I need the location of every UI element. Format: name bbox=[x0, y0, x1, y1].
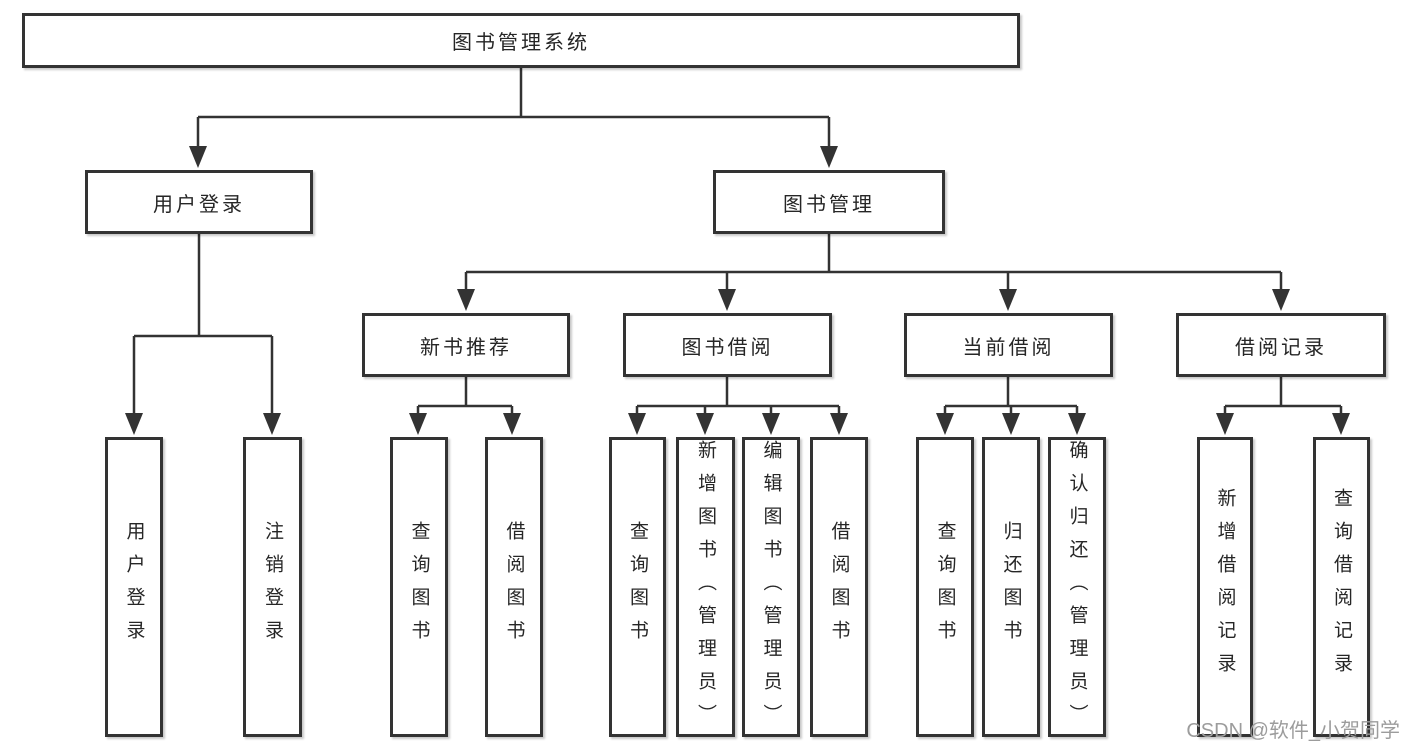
node-label: 新增图书（管理员） bbox=[695, 440, 716, 737]
arrowhead bbox=[409, 413, 427, 435]
node-label: 新增借阅记录 bbox=[1214, 488, 1236, 686]
node-label: 编辑图书（管理员） bbox=[760, 440, 782, 737]
node-label: 新书推荐 bbox=[420, 336, 512, 359]
node-book-borrowing: 图书借阅 bbox=[623, 313, 832, 377]
leaf-query-books-borrowing: 查询图书 bbox=[609, 437, 666, 737]
leaf-confirm-return-admin: 确认归还（管理员） bbox=[1048, 437, 1106, 737]
arrowhead bbox=[936, 413, 954, 435]
arrowhead bbox=[628, 413, 646, 435]
arrowhead bbox=[1068, 413, 1086, 435]
node-label: 借阅图书 bbox=[828, 521, 850, 653]
node-label: 图书管理 bbox=[783, 193, 875, 216]
arrowhead bbox=[1216, 413, 1234, 435]
arrowhead bbox=[457, 289, 475, 311]
arrowhead bbox=[125, 413, 143, 435]
arrowhead bbox=[718, 289, 736, 311]
node-label: 图书管理系统 bbox=[452, 32, 590, 54]
leaf-query-books-newbook: 查询图书 bbox=[390, 437, 448, 737]
node-label: 图书借阅 bbox=[681, 336, 774, 359]
node-label: 用户登录 bbox=[153, 193, 245, 216]
leaf-borrow-books-borrowing: 借阅图书 bbox=[810, 437, 868, 737]
node-label: 归还图书 bbox=[1000, 521, 1022, 653]
arrowhead bbox=[999, 289, 1017, 311]
node-current-borrowing: 当前借阅 bbox=[904, 313, 1113, 377]
node-borrowing-records: 借阅记录 bbox=[1176, 313, 1386, 377]
arrowhead bbox=[1332, 413, 1350, 435]
node-book-management: 图书管理 bbox=[713, 170, 945, 234]
arrowhead bbox=[503, 413, 521, 435]
leaf-add-borrow-record: 新增借阅记录 bbox=[1197, 437, 1253, 737]
arrowhead bbox=[263, 413, 281, 435]
node-label: 确认归还（管理员） bbox=[1066, 440, 1088, 737]
arrowhead bbox=[820, 146, 838, 168]
arrowhead bbox=[762, 413, 780, 435]
node-label: 查询借阅记录 bbox=[1331, 488, 1352, 686]
node-system-root: 图书管理系统 bbox=[22, 13, 1020, 68]
arrowhead bbox=[189, 146, 207, 168]
node-new-book-recommend: 新书推荐 bbox=[362, 313, 570, 377]
node-label: 注销登录 bbox=[262, 521, 283, 653]
arrowhead bbox=[1272, 289, 1290, 311]
arrowhead bbox=[1002, 413, 1020, 435]
leaf-user-login: 用户登录 bbox=[105, 437, 163, 737]
node-label: 借阅图书 bbox=[503, 521, 525, 653]
node-label: 借阅记录 bbox=[1235, 336, 1327, 359]
leaf-query-borrow-record: 查询借阅记录 bbox=[1313, 437, 1370, 737]
leaf-query-books-current: 查询图书 bbox=[916, 437, 974, 737]
leaf-borrow-books-newbook: 借阅图书 bbox=[485, 437, 543, 737]
node-label: 查询图书 bbox=[627, 521, 648, 653]
node-label: 当前借阅 bbox=[962, 336, 1055, 359]
arrowhead bbox=[696, 413, 714, 435]
node-label: 查询图书 bbox=[408, 521, 430, 653]
leaf-return-books: 归还图书 bbox=[982, 437, 1040, 737]
arrowheads bbox=[125, 146, 1350, 435]
arrowhead bbox=[830, 413, 848, 435]
connector-paths bbox=[132, 68, 1343, 414]
leaf-logout: 注销登录 bbox=[243, 437, 302, 737]
node-label: 用户登录 bbox=[123, 521, 145, 653]
node-label: 查询图书 bbox=[934, 521, 956, 653]
leaf-add-books-admin: 新增图书（管理员） bbox=[676, 437, 735, 737]
leaf-edit-books-admin: 编辑图书（管理员） bbox=[742, 437, 800, 737]
node-user-login: 用户登录 bbox=[85, 170, 313, 234]
csdn-watermark: CSDN @软件_小贺同学 bbox=[1186, 720, 1400, 742]
